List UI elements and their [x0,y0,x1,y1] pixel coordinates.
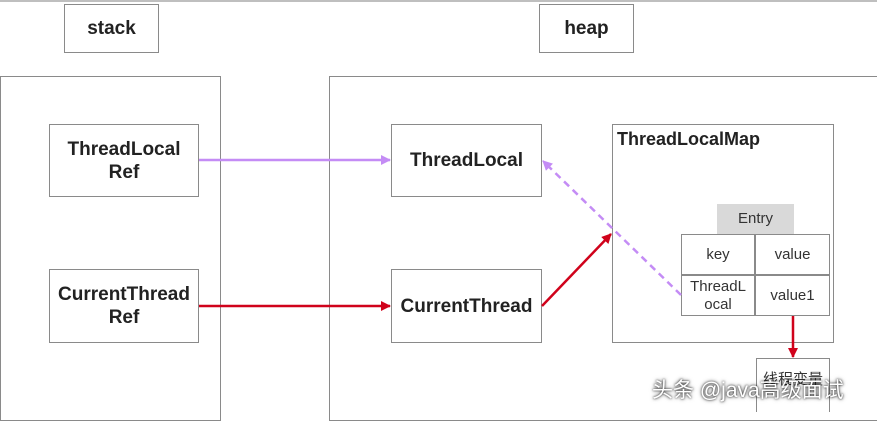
entry-title: Entry [717,204,794,234]
currentthread-ref-node: CurrentThread Ref [49,269,199,343]
thread-variable-label: 线程变量 [762,371,823,388]
entry-key-cell: ThreadL ocal [681,275,755,316]
threadlocalmap-container: ThreadLocalMap [612,124,834,343]
currentthread-ref-label: CurrentThread Ref [58,284,190,328]
entry-value-header-label: value [774,245,811,263]
heap-header-label: heap [564,17,609,39]
entry-key-weak-ref-arrow [542,160,682,296]
stack-header-label: stack [87,17,136,39]
entry-title-label: Entry [737,210,773,227]
entry-value-cell: value1 [755,275,830,316]
entry-value-cell-label: value1 [770,286,815,304]
heap-header: heap [539,4,634,53]
entry-key-header: key [681,234,755,275]
threadlocalmap-title: ThreadLocalMap [617,129,761,149]
currentthread-node: CurrentThread [391,269,542,343]
threadlocal-ref-label: ThreadLocal Ref [67,138,181,183]
entry-key-header-label: key [706,245,730,263]
top-border-line [0,0,877,2]
thread-variable-box: 线程变量 [756,358,830,412]
arrows-layer [199,155,798,358]
stack-header: stack [64,4,159,53]
entry-value-header: value [755,234,830,275]
watermark: 头条 @java高级面试 [652,379,844,402]
threadlocal-ref-node: ThreadLocal Ref [49,124,199,197]
currentthread-label: CurrentThread [400,295,533,317]
entry-key-cell-label: ThreadL ocal [690,277,746,313]
currentthread-to-map-arrow [541,233,612,307]
threadlocal-label: ThreadLocal [410,150,523,171]
threadlocal-node: ThreadLocal [391,124,542,197]
